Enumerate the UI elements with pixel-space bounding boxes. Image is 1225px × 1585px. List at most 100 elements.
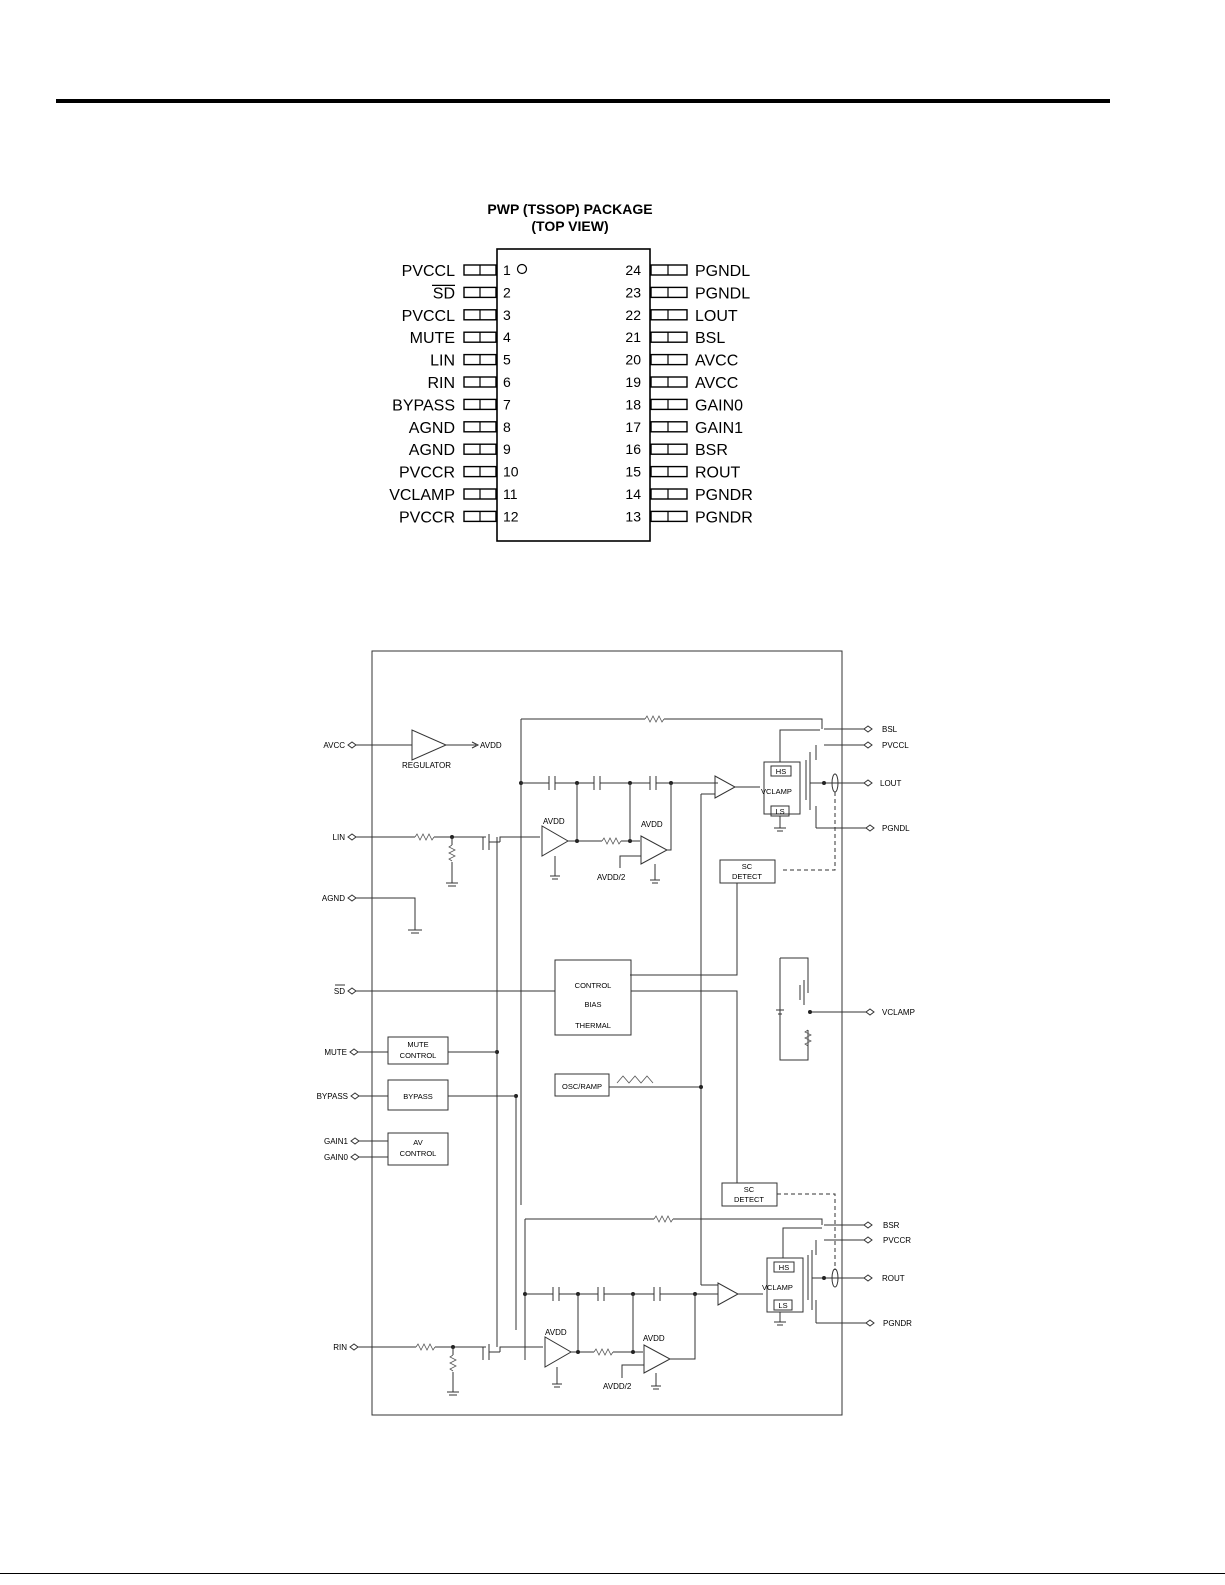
pin-name: VCLAMP — [389, 487, 455, 504]
svg-text:OSC/RAMP: OSC/RAMP — [562, 1082, 602, 1091]
svg-text:MUTE: MUTE — [407, 1040, 428, 1049]
svg-text:DETECT: DETECT — [732, 872, 762, 881]
pin-pvccl: PVCCL — [824, 741, 909, 750]
pin-right-17: 17 GAIN1 — [625, 419, 743, 437]
pin-lead — [650, 309, 688, 321]
pin-name: PGNDL — [695, 285, 750, 302]
svg-text:PVCCL: PVCCL — [882, 741, 909, 750]
svg-text:AVDD/2: AVDD/2 — [603, 1382, 632, 1391]
pin-name: PGNDR — [695, 487, 753, 504]
svg-text:GAIN0: GAIN0 — [324, 1153, 349, 1162]
svg-text:HS: HS — [776, 767, 786, 776]
pin-number: 19 — [625, 374, 641, 390]
pin-left-3: PVCCL 3 — [402, 307, 511, 325]
pin-name: GAIN1 — [695, 420, 743, 437]
pin-lead — [650, 510, 688, 523]
svg-text:BIAS: BIAS — [584, 1000, 601, 1009]
pin-lin: LIN — [333, 833, 486, 842]
pin-name: AVCC — [695, 353, 738, 370]
pin-name: AGND — [409, 442, 455, 459]
pin-number: 13 — [625, 508, 641, 524]
pin-name: PGNDL — [695, 263, 750, 280]
pin-sd: SD — [334, 984, 555, 996]
pin-name: GAIN0 — [695, 397, 743, 414]
pin-number: 1 — [503, 262, 511, 278]
pin-right-14: 14 PGNDR — [625, 486, 752, 504]
pin-number: 10 — [503, 464, 519, 480]
pin-name: ROUT — [695, 465, 741, 482]
regulator-buffer: AVDD REGULATOR — [402, 729, 502, 770]
pin-name: BYPASS — [392, 397, 455, 414]
pin-left-7: BYPASS 7 — [392, 396, 511, 414]
svg-text:THERMAL: THERMAL — [575, 1021, 611, 1030]
pin-number: 4 — [503, 329, 511, 345]
pin-number: 8 — [503, 419, 511, 435]
pin-number: 12 — [503, 508, 519, 524]
svg-text:AVDD: AVDD — [480, 741, 502, 750]
svg-text:AV: AV — [413, 1138, 422, 1147]
pin-number: 6 — [503, 374, 511, 390]
pin-number: 17 — [625, 419, 641, 435]
osc-ramp-block: OSC/RAMP — [554, 1073, 703, 1097]
pinout-subtitle: (TOP VIEW) — [531, 218, 608, 234]
pin-name: PVCCL — [402, 263, 455, 280]
pin-lead — [650, 465, 688, 478]
mute-control-block: MUTE CONTROL — [387, 1036, 497, 1065]
pin-right-18: 18 GAIN0 — [625, 396, 743, 414]
pin-number: 9 — [503, 441, 511, 457]
svg-text:VCLAMP: VCLAMP — [882, 1008, 915, 1017]
pin-bypass: BYPASS — [317, 1092, 388, 1101]
pin-rout: ROUT — [835, 1274, 905, 1283]
svg-text:VCLAMP: VCLAMP — [762, 1283, 793, 1292]
pin-gain0: GAIN0 — [324, 1153, 388, 1162]
pin-left-5: LIN 5 — [430, 352, 511, 370]
pin-name: LOUT — [695, 308, 738, 325]
pin-number: 14 — [625, 486, 641, 502]
pin-number: 24 — [625, 262, 641, 278]
pin-name: SD — [433, 285, 455, 302]
block-diagram: AVCC LIN AGND SD MUTE BYPASS GAIN1 GAIN0… — [317, 650, 915, 1416]
pin-lead — [650, 488, 688, 500]
pin-pvccr: PVCCR — [824, 1236, 911, 1245]
pin-number: 18 — [625, 396, 641, 412]
pin-bsr: BSR — [824, 1221, 900, 1230]
pin-number: 23 — [625, 284, 641, 300]
pin-agnd: AGND — [322, 894, 422, 934]
pin-number: 16 — [625, 441, 641, 457]
pin-lout: LOUT — [835, 779, 901, 788]
svg-text:LS: LS — [778, 1301, 787, 1310]
pin-lead — [650, 353, 688, 366]
svg-text:BYPASS: BYPASS — [403, 1092, 432, 1101]
pin-rin: RIN — [333, 1343, 486, 1352]
pin-number: 22 — [625, 307, 641, 323]
pin-name: LIN — [430, 353, 455, 370]
pin-lead — [650, 286, 688, 299]
svg-text:DETECT: DETECT — [734, 1195, 764, 1204]
pin1-marker — [516, 263, 528, 275]
svg-text:SC: SC — [744, 1185, 755, 1194]
right-channel: SC DETECT AVDD AVDD AVDD/2 — [415, 1182, 839, 1396]
svg-text:MUTE: MUTE — [324, 1048, 347, 1057]
pin-left-9: AGND 9 — [409, 441, 511, 459]
pin-gain1: GAIN1 — [324, 1137, 388, 1146]
pin-lead — [650, 376, 688, 388]
svg-text:PGNDR: PGNDR — [883, 1319, 912, 1328]
pinout-title: PWP (TSSOP) PACKAGE — [487, 201, 652, 217]
svg-text:CONTROL: CONTROL — [400, 1051, 437, 1060]
pin-number: 5 — [503, 352, 511, 368]
pin-name: PVCCL — [402, 308, 455, 325]
pin-number: 7 — [503, 396, 511, 412]
pin-number: 3 — [503, 307, 511, 323]
av-control-block: AV CONTROL — [387, 1132, 449, 1166]
pin-lead — [650, 443, 688, 455]
